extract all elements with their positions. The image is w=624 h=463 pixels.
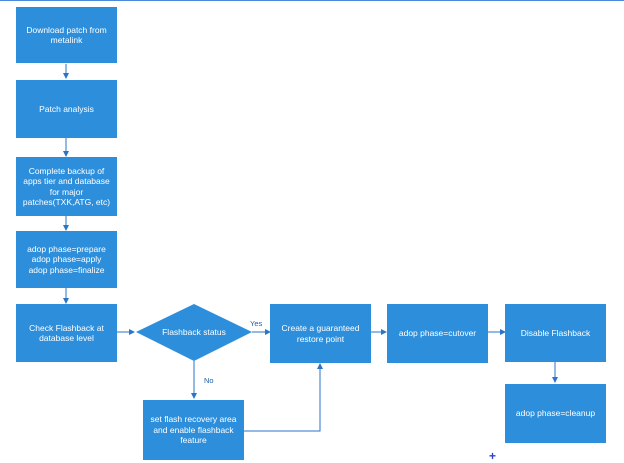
decision-diamond: [136, 304, 252, 361]
adop-phases-node: adop phase=prepare adop phase=apply adop…: [16, 231, 117, 288]
disable-flashback-node: Disable Flashback: [505, 304, 606, 362]
backup-node: Complete backup of apps tier and databas…: [16, 157, 117, 216]
patch-analysis-node: Patch analysis: [16, 80, 117, 138]
check-flashback-node: Check Flashback at database level: [16, 304, 117, 362]
decision-label: Flashback status: [162, 327, 226, 337]
cleanup-node: adop phase=cleanup: [505, 384, 606, 443]
no-label: No: [204, 376, 214, 385]
enable-flashback-node: set flash recovery area and enable flash…: [143, 400, 244, 460]
download-patch-node: Download patch from metalink: [16, 7, 117, 63]
yes-label: Yes: [250, 319, 263, 328]
top-border: [0, 0, 624, 1]
edge-enable-restore: [243, 363, 323, 432]
cutover-node: adop phase=cutover: [387, 304, 488, 363]
crosshair-cursor-icon: +: [489, 449, 497, 463]
restore-point-node: Create a guaranteed restore point: [270, 304, 371, 363]
